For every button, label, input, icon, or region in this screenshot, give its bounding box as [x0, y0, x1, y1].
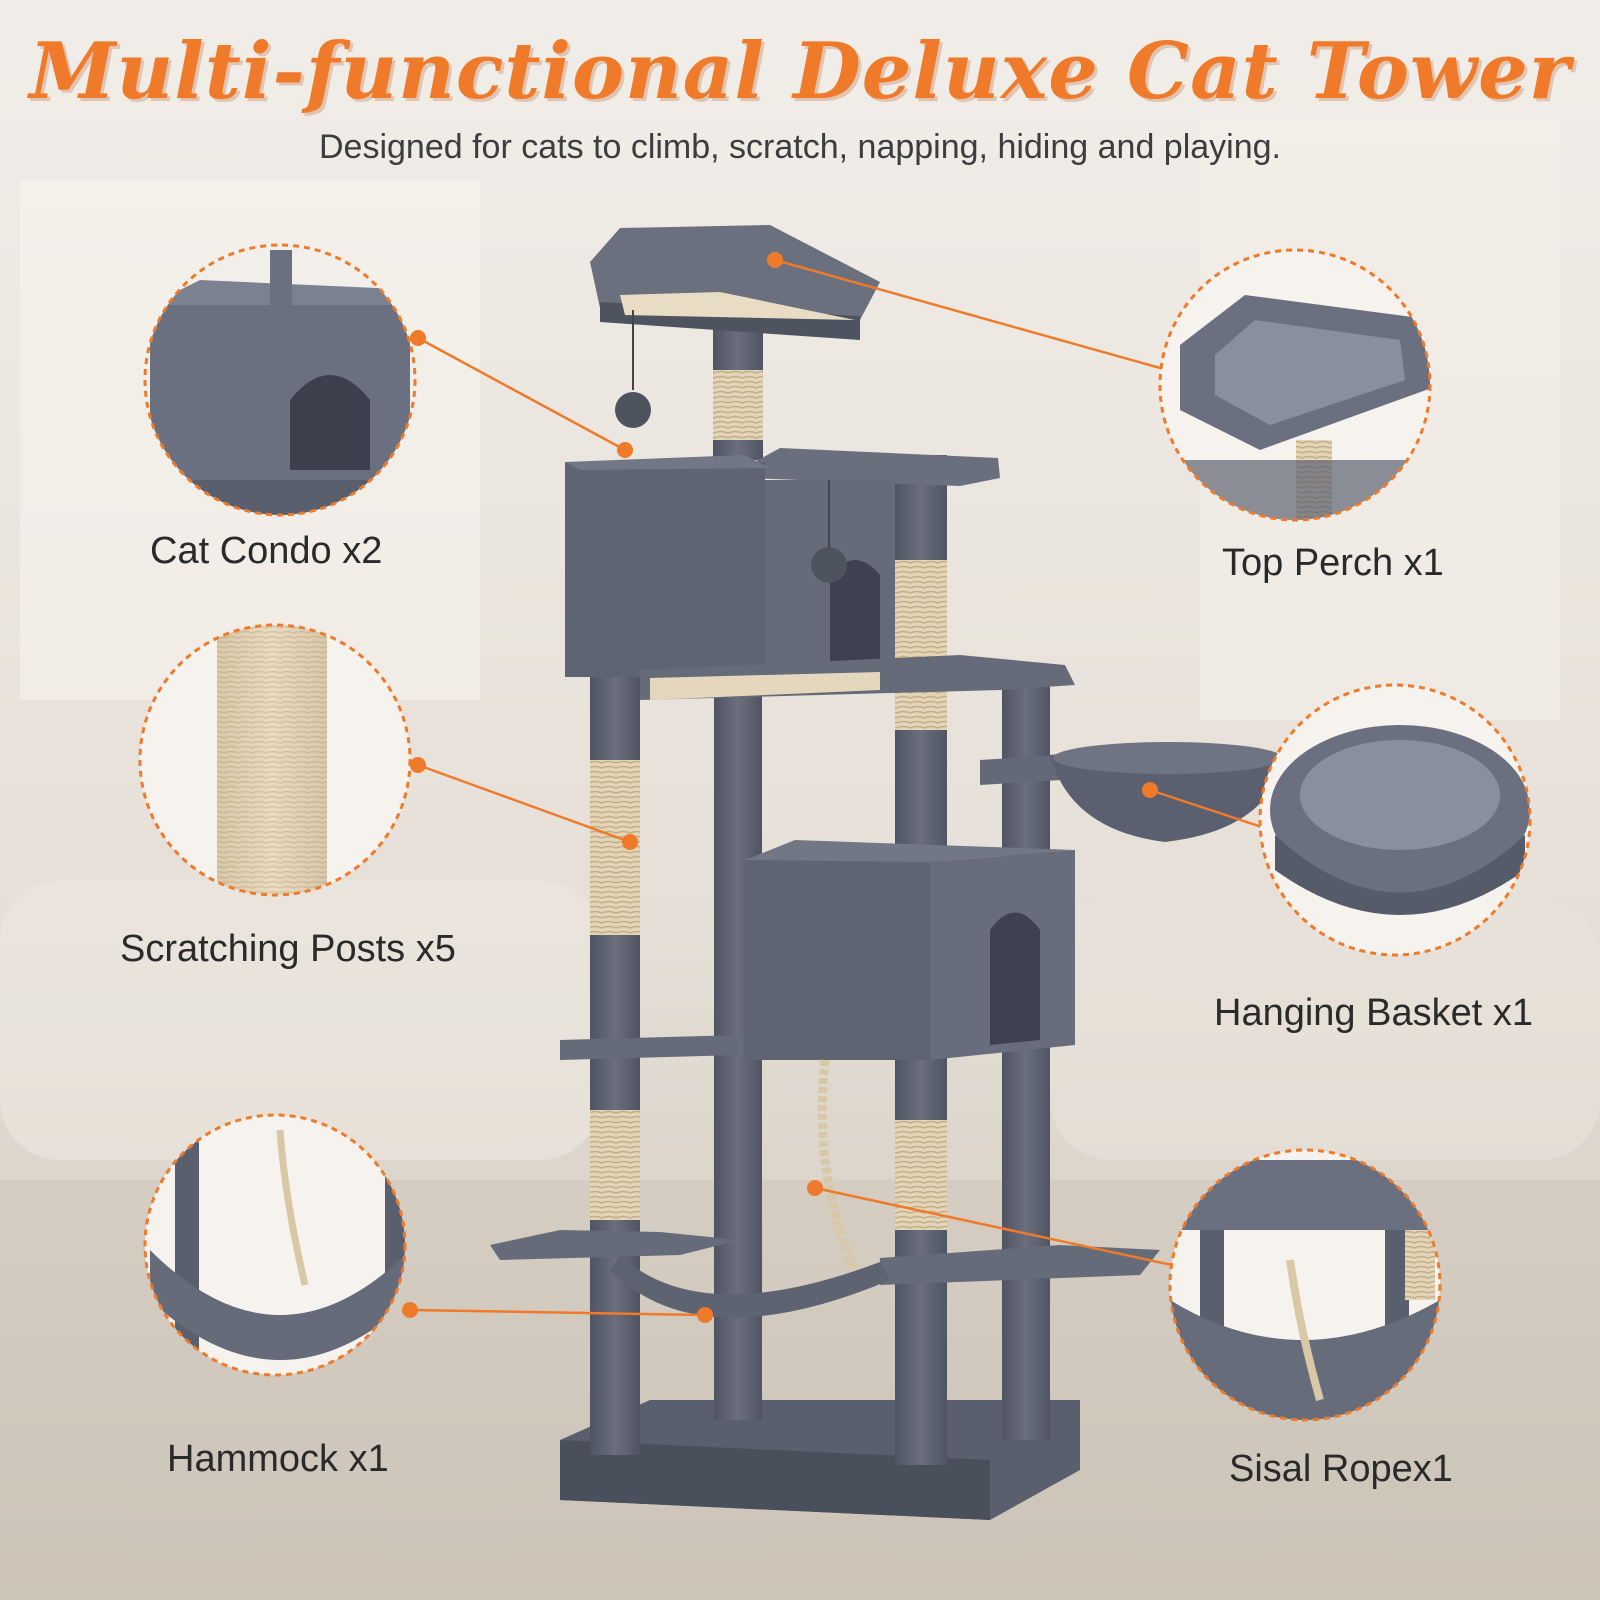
label-hanging-basket: Hanging Basket x1 — [1214, 992, 1533, 1034]
label-hammock: Hammock x1 — [167, 1438, 389, 1480]
sisal-rope-hanging — [817, 1059, 860, 1277]
label-top-perch: Top Perch x1 — [1222, 542, 1444, 584]
sisal-rope-detail-icon — [1168, 1148, 1442, 1422]
page-title: Multi-functional Deluxe Cat Tower — [29, 26, 1571, 117]
basket-detail-icon — [1258, 683, 1532, 957]
label-scratching-posts: Scratching Posts x5 — [120, 928, 456, 970]
hammock-left-platform — [490, 1230, 740, 1260]
upper-condo — [565, 448, 1000, 677]
top-perch-detail-icon — [1158, 248, 1432, 522]
hammock-right-platform — [880, 1245, 1160, 1285]
leader-lines — [409, 258, 1281, 1317]
sisal-sections — [590, 370, 947, 1230]
top-perch — [590, 225, 880, 428]
label-sisal-rope: Sisal Ropex1 — [1229, 1448, 1453, 1490]
cat-tower — [490, 225, 1285, 1520]
page-subtitle: Designed for cats to climb, scratch, nap… — [319, 128, 1281, 166]
cat-condo-detail-icon — [143, 243, 417, 517]
hammock — [610, 1255, 890, 1318]
lower-condo — [745, 840, 1075, 1060]
label-cat-condo: Cat Condo x2 — [150, 530, 383, 572]
sisal-post-detail-icon — [138, 623, 412, 897]
lower-platform — [560, 1035, 740, 1060]
